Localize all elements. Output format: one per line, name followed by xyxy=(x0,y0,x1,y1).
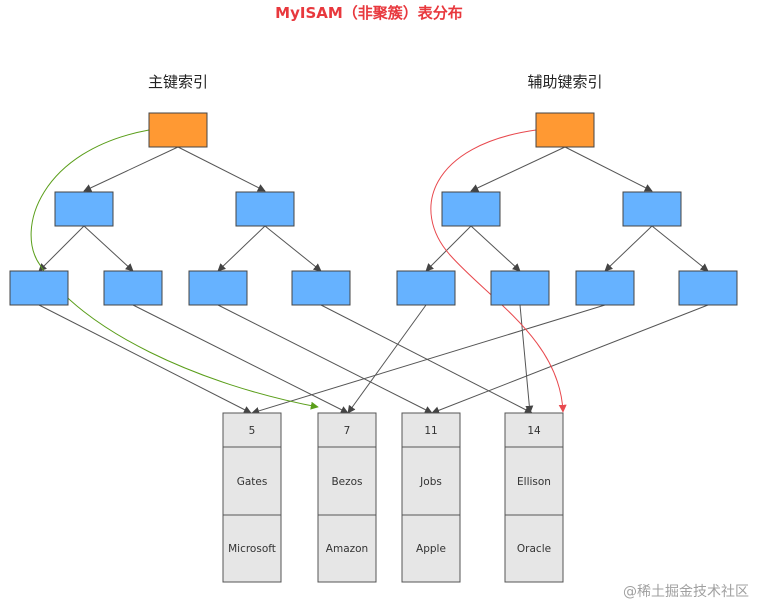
primary-leaf-node xyxy=(291,270,351,306)
record-name-cell xyxy=(504,446,564,516)
record-name: Ellison xyxy=(517,476,551,488)
tree-edge xyxy=(651,225,709,272)
primary-search-path xyxy=(30,129,319,410)
record-id-cell xyxy=(401,412,461,448)
tree-edge xyxy=(38,225,85,272)
diagram-title: MyISAM（非聚簇）表分布 xyxy=(275,4,463,22)
secondary-inner-node xyxy=(441,191,501,227)
leaf-pointer xyxy=(431,304,709,415)
record-id-cell xyxy=(317,412,377,448)
record-name: Bezos xyxy=(331,476,362,488)
primary-inner-node xyxy=(235,191,295,227)
primary-leaf-node xyxy=(9,270,69,306)
leaf-pointer xyxy=(320,304,533,414)
record-company: Microsoft xyxy=(228,543,276,555)
secondary-leaf-node xyxy=(678,270,738,306)
record-id: 7 xyxy=(344,425,351,437)
record-id: 11 xyxy=(424,425,437,437)
tree-edge xyxy=(177,146,266,192)
leaf-pointer xyxy=(38,304,252,414)
tree-edge xyxy=(83,146,179,192)
record-company-cell xyxy=(222,514,282,583)
record-company-cell xyxy=(504,514,564,583)
record-name-cell xyxy=(317,446,377,516)
record-company: Apple xyxy=(416,543,446,555)
leaf-pointer xyxy=(347,304,427,414)
record-company: Amazon xyxy=(326,543,368,555)
tree-edge xyxy=(264,225,322,272)
primary-inner-node xyxy=(54,191,114,227)
tree-edge xyxy=(425,225,472,272)
secondary-leaf-node xyxy=(575,270,635,306)
record-name: Jobs xyxy=(419,476,442,488)
tree-edge xyxy=(83,225,134,272)
leaf-pointer xyxy=(251,304,606,415)
record-7: 7 Bezos Amazon xyxy=(317,412,377,583)
secondary-leaf-node xyxy=(490,270,550,306)
primary-leaf-node xyxy=(103,270,163,306)
record-id: 5 xyxy=(249,425,256,437)
tree-edge xyxy=(604,225,653,272)
secondary-index-label: 辅助键索引 xyxy=(527,73,602,91)
record-11: 11 Jobs Apple xyxy=(401,412,461,583)
tree-edge xyxy=(470,146,566,192)
tree-edge xyxy=(470,225,521,272)
record-name-cell xyxy=(222,446,282,516)
secondary-search-path xyxy=(430,129,567,413)
record-company-cell xyxy=(401,514,461,583)
watermark-text: @稀土掘金技术社区 xyxy=(623,584,749,600)
leaf-pointer xyxy=(519,304,534,414)
record-id-cell xyxy=(222,412,282,448)
primary-leaf-node xyxy=(188,270,248,306)
record-14: 14 Ellison Oracle xyxy=(504,412,564,583)
record-id: 14 xyxy=(527,425,541,437)
secondary-leaf-node xyxy=(396,270,456,306)
record-company-cell xyxy=(317,514,377,583)
primary-index-label: 主键索引 xyxy=(148,73,208,91)
record-5: 5 Gates Microsoft xyxy=(222,412,282,583)
secondary-inner-node xyxy=(622,191,682,227)
tree-edge xyxy=(564,146,653,192)
record-name: Gates xyxy=(237,476,268,488)
primary-root-node xyxy=(148,112,208,148)
tree-edge xyxy=(217,225,266,272)
leaf-pointer xyxy=(217,304,433,414)
secondary-root-node xyxy=(535,112,595,148)
record-company: Oracle xyxy=(517,543,551,555)
